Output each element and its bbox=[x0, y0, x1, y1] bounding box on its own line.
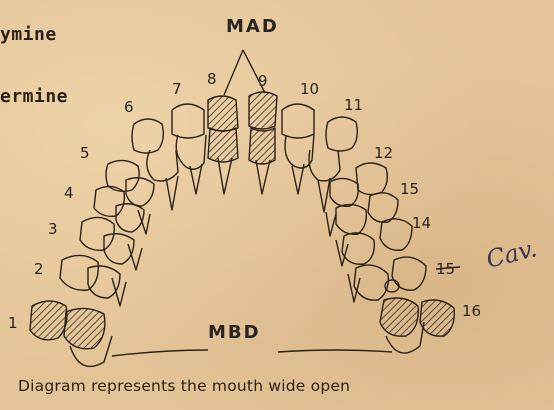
tooth-right-inner-1 bbox=[330, 178, 358, 206]
tooth-16-hatched bbox=[420, 300, 454, 336]
tooth-16-lower-hatched bbox=[380, 298, 418, 336]
tooth-9-lower-hatched bbox=[249, 128, 275, 164]
tooth-number-10: 10 bbox=[300, 80, 319, 98]
root-8 bbox=[218, 158, 232, 194]
tooth-number-16: 16 bbox=[462, 302, 481, 320]
tooth-8-hatched bbox=[208, 96, 238, 131]
root-6 bbox=[166, 176, 178, 210]
tooth-left-inner-1 bbox=[126, 178, 154, 206]
tooth-number-3: 3 bbox=[48, 220, 58, 238]
tooth-number-9: 9 bbox=[258, 72, 268, 90]
tooth-6 bbox=[132, 119, 163, 153]
root-11 bbox=[318, 178, 330, 212]
tooth-11-lower bbox=[309, 150, 340, 181]
mbd-pointer-right bbox=[278, 350, 392, 352]
tooth-number-15-upper: 15 bbox=[400, 180, 419, 198]
tooth-number-4: 4 bbox=[64, 184, 74, 202]
tooth-12 bbox=[356, 163, 387, 195]
tooth-number-11: 11 bbox=[344, 96, 363, 114]
tooth-11 bbox=[326, 117, 357, 151]
tooth-1-hatched bbox=[30, 301, 67, 340]
tooth-number-6: 6 bbox=[124, 98, 134, 116]
mad-label: MAD bbox=[226, 16, 279, 37]
tooth-number-1: 1 bbox=[8, 314, 18, 332]
root-right-1 bbox=[326, 212, 336, 236]
tooth-number-15: 15 bbox=[436, 260, 455, 278]
tooth-number-7: 7 bbox=[172, 80, 182, 98]
root-9 bbox=[256, 160, 270, 194]
tooth-10 bbox=[282, 104, 314, 138]
mad-pointer-left bbox=[224, 50, 243, 95]
tooth-left-inner-4 bbox=[88, 266, 120, 298]
mbd-pointer-left bbox=[112, 350, 208, 356]
tooth-left-inner-2 bbox=[116, 204, 144, 232]
tooth-number-8: 8 bbox=[207, 70, 217, 88]
root-right-3 bbox=[348, 274, 360, 302]
mbd-label: MBD bbox=[208, 322, 261, 343]
tooth-15 bbox=[392, 257, 426, 290]
diagram-caption: Diagram represents the mouth wide open bbox=[18, 377, 538, 395]
tooth-9-hatched bbox=[249, 92, 277, 129]
tooth-number-14: 14 bbox=[412, 214, 431, 232]
tooth-number-5: 5 bbox=[80, 144, 90, 162]
tooth-15-upper bbox=[368, 193, 398, 222]
tooth-8-lower-hatched bbox=[208, 128, 238, 162]
tooth-right-inner-2 bbox=[336, 204, 366, 234]
tooth-2 bbox=[60, 255, 98, 290]
tooth-1-lower-hatched bbox=[64, 308, 105, 348]
tooth-number-2: 2 bbox=[34, 260, 44, 278]
tooth-7 bbox=[172, 104, 204, 138]
tooth-6-lower bbox=[147, 150, 178, 181]
tooth-number-12: 12 bbox=[374, 144, 393, 162]
tooth-14 bbox=[380, 219, 412, 250]
